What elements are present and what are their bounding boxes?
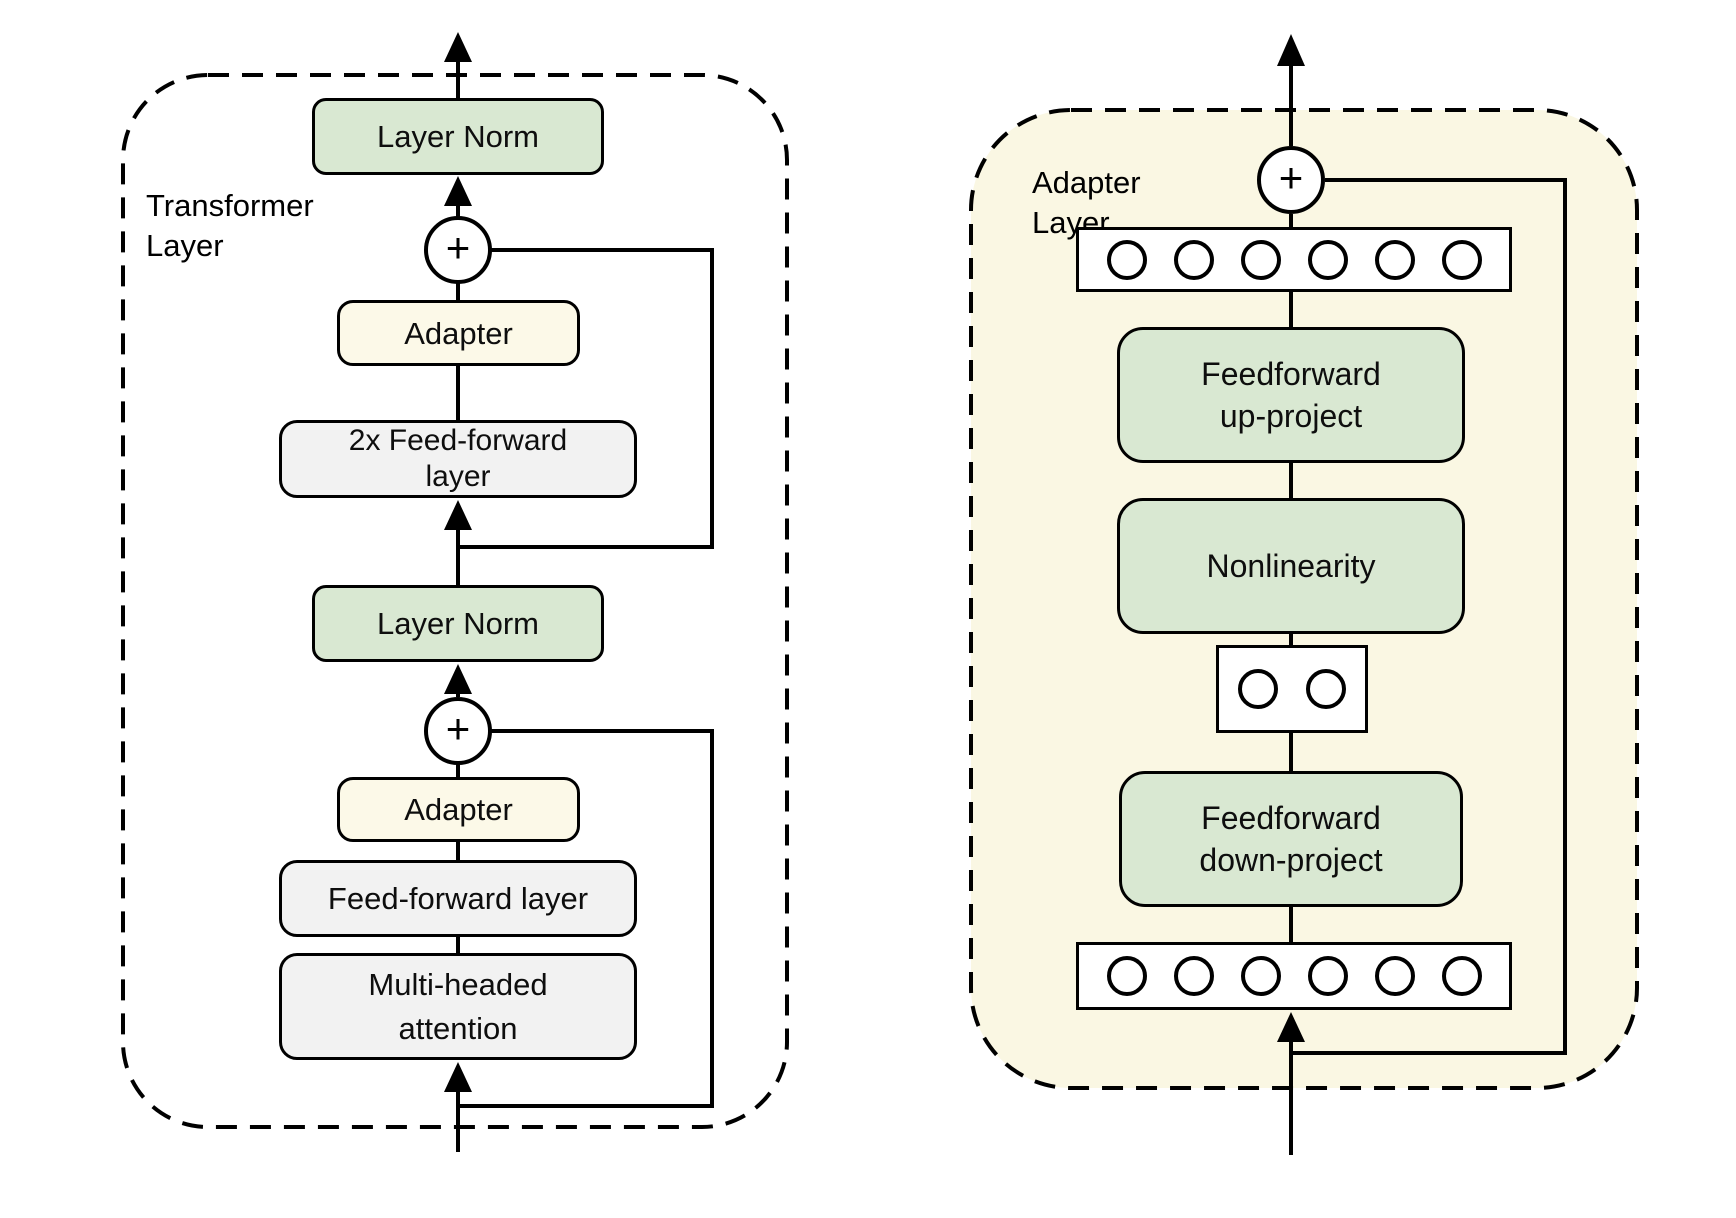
transformer-layer-label-line1: Transformer [146,188,314,223]
left-layernorm1-arrowhead-icon [444,176,472,206]
feedforward-layer-box: Feed-forward layer [279,860,637,937]
vector-cell-circle [1374,239,1415,280]
feedforward-up-project-label-line1: Feedforward [1201,356,1381,392]
transformer-layer-label: Transformer Layer [146,186,314,266]
left-layernorm2-arrowhead-icon [444,664,472,694]
transformer-layer-dashed-border [121,73,789,1129]
feedforward-up-project-box: Feedforward up-project [1117,327,1465,463]
feedforward-2x-label-line2: layer [425,460,491,493]
right-skip-connection [1291,178,1567,1055]
left-skip-connection-bottom [458,729,714,1108]
vector-cell-circle [1441,239,1482,280]
left-skip-connection-top [458,248,714,549]
left-output-arrowhead-icon [444,32,472,62]
vector-cell-circle [1106,239,1147,280]
bottleneck-vector [1216,645,1368,733]
vector-cell-circle [1106,956,1147,996]
feedforward-up-project-label-line2: up-project [1219,398,1363,434]
plus-icon: + [1278,154,1304,201]
vector-cell-circle [1306,669,1346,709]
adapter-top-label: Adapter [404,315,513,351]
add-node-top: + [424,216,492,284]
right-output-arrowhead-icon [1277,34,1305,66]
adapter-layer-label-line1: Adapter [1032,165,1141,200]
plus-icon: + [445,224,471,271]
left-panel-arrowheads [444,32,472,1092]
adapter-top-box: Adapter [337,300,580,366]
plus-icon: + [445,705,471,752]
feature-vector-bottom [1076,942,1512,1010]
adapter-bottom-box: Adapter [337,777,580,842]
vector-cell-circle [1307,956,1348,996]
vector-cell-circle [1173,956,1214,996]
feedforward-layer-label: Feed-forward layer [327,881,589,916]
adapter-bottom-label: Adapter [404,792,513,827]
right-panel-connectors [1289,64,1567,1155]
left-ff2x-arrowhead-icon [444,500,472,530]
vector-cell-circle [1307,239,1348,280]
vector-cell-circle [1238,669,1278,709]
right-input-arrowhead-icon [1277,1012,1305,1042]
feedforward-2x-box: 2x Feed-forward layer [279,420,637,498]
transformer-layer-label-line2: Layer [146,228,224,263]
add-node-bottom: + [424,697,492,765]
multi-headed-attention-box: Multi-headed attention [279,953,637,1060]
vector-cell-circle [1441,956,1482,996]
right-panel-arrowheads [1277,34,1305,1042]
feedforward-down-project-label-line1: Feedforward [1201,800,1381,836]
layer-norm-top-label: Layer Norm [377,119,539,154]
vector-cell-circle [1240,239,1281,280]
left-input-arrowhead-icon [444,1062,472,1092]
layer-norm-top-box: Layer Norm [312,98,604,175]
layer-norm-bottom-label: Layer Norm [377,606,539,641]
nonlinearity-box: Nonlinearity [1117,498,1465,634]
vector-cell-circle [1173,239,1214,280]
feedforward-2x-label-line1: 2x Feed-forward [348,424,568,457]
feature-vector-top [1076,227,1512,292]
feedforward-down-project-box: Feedforward down-project [1119,771,1463,907]
nonlinearity-label: Nonlinearity [1206,548,1376,584]
vector-cell-circle [1240,956,1281,996]
multi-headed-attention-label-line2: attention [398,1010,518,1046]
layer-norm-bottom-box: Layer Norm [312,585,604,662]
add-node-adapter: + [1257,146,1325,214]
feedforward-down-project-label-line2: down-project [1199,842,1383,878]
multi-headed-attention-label-line1: Multi-headed [368,966,548,1002]
vector-cell-circle [1374,956,1415,996]
left-panel-connectors [456,48,714,1152]
